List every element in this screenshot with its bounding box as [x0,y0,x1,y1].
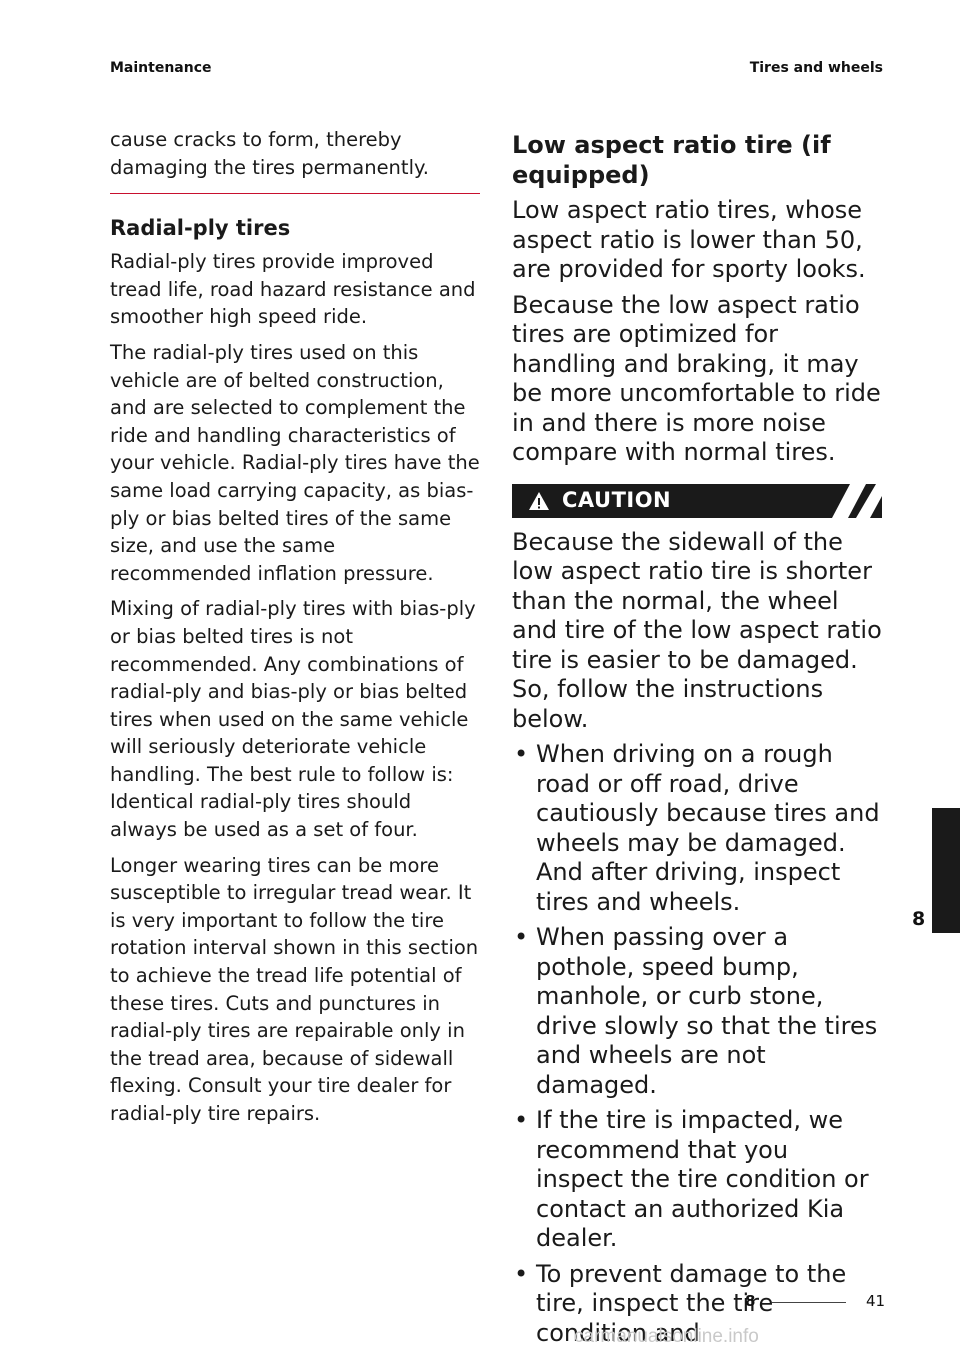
caution-label: CAUTION [562,487,672,512]
caution-intro: Because the sidewall of the low aspect r… [512,527,882,733]
right-column: Low aspect ratio tire (if equipped) Low … [512,126,882,1354]
footer-page-number: 41 [866,1292,886,1310]
list-item: •When driving on a rough road or off roa… [512,740,882,917]
list-item-text: To prevent damage to the tire, inspect t… [536,1259,847,1347]
decorative-slashes [832,483,882,518]
left-column: cause cracks to form, thereby damaging t… [110,126,480,1136]
intro-paragraph: cause cracks to form, thereby damaging t… [110,128,429,179]
bullet-icon: • [514,923,529,951]
caution-list: •When driving on a rough road or off roa… [512,740,882,1348]
list-item-text: If the tire is impacted, we recommend th… [536,1106,869,1252]
watermark-text: carmanualsonline.info [574,1326,759,1347]
caution-banner: CAUTION [512,483,882,518]
bullet-icon: • [514,1259,529,1288]
warning-triangle-icon [529,491,549,510]
chapter-tab-number: 8 [912,908,926,930]
paragraph: The radial-ply tires used on this vehicl… [110,340,480,585]
paragraph: Low aspect ratio tires, whose aspect rat… [512,196,866,283]
list-item-text: When driving on a rough road or off road… [536,740,880,916]
chapter-tab [932,808,960,933]
radial-ply-heading: Radial-ply tires [110,216,291,241]
paragraph: Longer wearing tires can be more suscept… [110,853,479,1125]
list-item: •When passing over a pothole, speed bump… [512,923,882,1100]
list-item-text: When passing over a pothole, speed bump,… [536,923,878,1099]
list-item: •If the tire is impacted, we recommend t… [512,1106,882,1254]
paragraph: Because the low aspect ratio tires are o… [512,290,881,467]
paragraph: Mixing of radial-ply tires with bias-ply… [110,597,476,842]
footer-divider [772,1302,846,1303]
section-divider [110,193,480,195]
header-topic: Tires and wheels [749,60,883,76]
paragraph: Radial-ply tires provide improved tread … [110,250,476,329]
bullet-icon: • [514,1106,529,1134]
low-aspect-ratio-heading: Low aspect ratio tire (if equipped) [512,131,831,189]
list-item: •To prevent damage to the tire, inspect … [512,1260,882,1349]
header-section: Maintenance [110,60,212,76]
footer-chapter-number: 8 [745,1292,756,1310]
bullet-icon: • [514,740,529,768]
